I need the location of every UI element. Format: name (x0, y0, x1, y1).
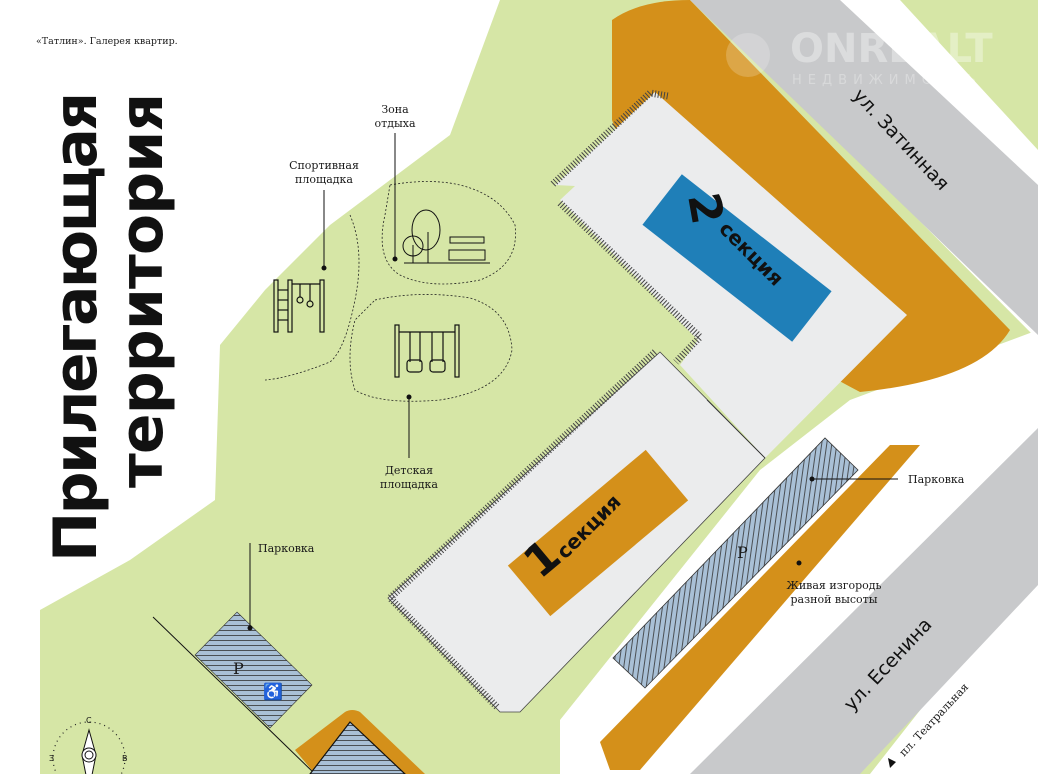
section-1-badge (507, 449, 689, 617)
sport-marker (321, 265, 327, 271)
parking-left-symbol: P (233, 659, 244, 678)
kids-label-2: площадка (380, 478, 438, 491)
parking-left-marker (247, 625, 253, 631)
section-2-wall-inner (557, 200, 705, 365)
watermark-sub: НЕДВИЖИМОСТЬ (792, 73, 982, 88)
parking-right-label: Парковка (908, 473, 965, 486)
rest-zone-icon (402, 209, 490, 264)
parking-left-label: Парковка (258, 542, 315, 555)
kids-zone-outline (349, 294, 513, 402)
kids-playground-icon (394, 324, 460, 378)
page-caption: «Татлин». Галерея квартир. (36, 36, 178, 47)
parking-right[interactable] (612, 437, 859, 689)
kids-marker (406, 394, 412, 400)
section-2-badge (642, 174, 832, 342)
parking-right-symbol: P (737, 543, 748, 562)
compass-west: З (49, 754, 54, 763)
rest-marker (392, 256, 398, 262)
sport-zone-outline (264, 214, 360, 381)
hedge-label-1: Живая изгородь (786, 579, 881, 592)
hedge (600, 445, 920, 770)
green-area-right (900, 0, 1038, 150)
rest-label-1: Зона (381, 103, 409, 116)
sport-label-1: Спортивная (289, 159, 359, 172)
watermark-logo-icon (726, 33, 770, 77)
watermark-brand: ONREALT (790, 26, 993, 72)
page-title-line-1: Прилегающая (41, 92, 111, 562)
bottom-structure-parking (309, 721, 406, 774)
page-title-line-2: территория (107, 93, 177, 488)
sport-ground-icon (273, 279, 325, 333)
hedge-marker (796, 560, 802, 566)
section-1-wall (384, 349, 658, 711)
road-edge (152, 616, 316, 774)
compass-icon (52, 721, 126, 774)
kids-label-1: Детская (385, 464, 433, 477)
compass-east: В (122, 754, 128, 763)
rest-label-2: отдыха (375, 117, 416, 130)
street-zatinnaya (690, 0, 1038, 335)
street-esenina (690, 428, 1038, 774)
hedge-label-2: разной высоты (791, 593, 878, 606)
compass-north: С (86, 716, 92, 725)
orange-greenery (612, 0, 1010, 392)
direction-arrow-icon (888, 758, 896, 768)
parking-left[interactable] (194, 611, 313, 729)
section-divider (706, 399, 766, 459)
sport-label-2: площадка (295, 173, 353, 186)
wheelchair-icon: ♿ (263, 682, 283, 701)
